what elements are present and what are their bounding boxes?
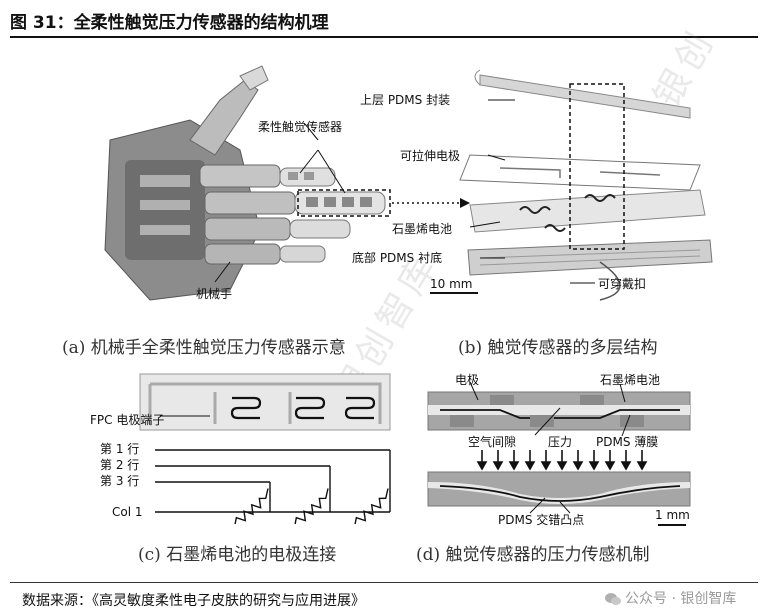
label-graphene-cell-b: 石墨烯电池: [392, 222, 452, 236]
label-row-2: 第 2 行: [100, 458, 139, 472]
title-rule: [10, 36, 758, 38]
label-top-pdms: 上层 PDMS 封装: [360, 93, 450, 107]
figure-title: 图 31：全柔性触觉压力传感器的结构机理: [10, 13, 329, 33]
label-pdms-film: PDMS 薄膜: [596, 434, 658, 449]
label-row-1: 第 1 行: [100, 442, 139, 456]
source-rule: [10, 582, 758, 583]
label-col-1: Col 1: [112, 505, 143, 519]
caption-c: (c) 石墨烯电池的电极连接: [138, 545, 336, 565]
label-fpc-terminal: FPC 电极端子: [90, 413, 164, 427]
source-note: 数据来源：《高灵敏度柔性电子皮肤的研究与应用进展》: [22, 593, 365, 609]
panel-d-mechanism: [427, 381, 691, 526]
label-pressure: 压力: [548, 435, 572, 449]
label-bottom-pdms: 底部 PDMS 衬底: [352, 250, 442, 265]
caption-d: (d) 触觉传感器的压力传感机制: [416, 545, 650, 565]
label-wearable-buckle: 可穿戴扣: [598, 276, 646, 291]
label-pdms-bumps: PDMS 交错凸点: [498, 512, 584, 527]
label-air-gap: 空气间隙: [468, 434, 516, 449]
watermark: 公众号 · 银创智库: [605, 588, 736, 608]
label-graphene-cell-d: 石墨烯电池: [600, 373, 660, 387]
caption-a: (a) 机械手全柔性触觉压力传感器示意: [62, 338, 346, 358]
wechat-icon: [605, 592, 621, 606]
scale-bar-b: 10 mm: [430, 277, 472, 291]
scale-bar-d: 1 mm: [655, 508, 690, 522]
caption-b: (b) 触觉传感器的多层结构: [458, 338, 658, 358]
label-row-3: 第 3 行: [100, 474, 139, 488]
watermark-text: 公众号 · 银创智库: [625, 591, 737, 607]
panel-c-wiring: [139, 373, 391, 525]
label-electrode-d: 电极: [455, 373, 479, 387]
label-robot-hand: 机械手: [196, 286, 232, 301]
label-flexible-sensor: 柔性触觉传感器: [258, 119, 342, 134]
panel-a-robot-hand: [104, 65, 470, 301]
label-stretchable-electrode: 可拉伸电极: [400, 148, 460, 163]
panel-b-multilayer: [430, 69, 713, 301]
figure-illustration: 柔性触觉传感器 机械手 (a) 机械手全柔性触觉压力传感器示意 上层 PDMS …: [62, 65, 713, 565]
